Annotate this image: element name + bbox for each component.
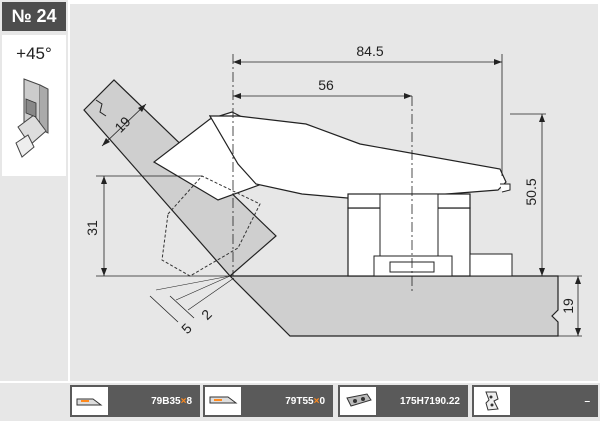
part-code-3: 175H7190.22 bbox=[399, 395, 460, 407]
accessory-icon bbox=[474, 387, 510, 415]
dim-5: 5 bbox=[178, 320, 195, 337]
mounting-plate-icon bbox=[340, 387, 376, 415]
part-item-hinge-cup[interactable]: 79B35×8 bbox=[70, 385, 200, 417]
hinge-cup-icon bbox=[72, 387, 108, 415]
part-item-hinge-arm[interactable]: 79T55×0 bbox=[203, 385, 333, 417]
dim-84-5: 84.5 bbox=[356, 43, 383, 59]
part-code-2: 79T55×0 bbox=[285, 395, 325, 407]
opening-angle-label: +45° bbox=[16, 44, 52, 63]
hinge-arm bbox=[208, 115, 507, 201]
part-code-4: – bbox=[584, 395, 590, 407]
dim-31: 31 bbox=[84, 220, 100, 236]
hinge-technical-drawing: 84.5 56 50.5 19 31 19 5 2 bbox=[83, 43, 582, 337]
dim-50-5: 50.5 bbox=[523, 178, 539, 205]
hinge-number-badge: № 24 bbox=[2, 2, 66, 31]
part-item-mounting-plate[interactable]: 175H7190.22 bbox=[338, 385, 468, 417]
part-item-accessory[interactable]: – bbox=[472, 385, 598, 417]
dim-19-side: 19 bbox=[560, 298, 576, 314]
part-code-1: 79B35×8 bbox=[151, 395, 192, 407]
dim-56: 56 bbox=[318, 77, 334, 93]
hinge-thumbnail-icon bbox=[15, 78, 49, 158]
parts-footer: 79B35×8 79T55×0 175H7190.22 bbox=[0, 383, 600, 421]
sidebar: № 24 +45° bbox=[0, 0, 68, 381]
hinge-arm-icon bbox=[205, 387, 241, 415]
cabinet-side-panel bbox=[228, 275, 559, 337]
angle-panel: +45° bbox=[2, 35, 66, 176]
dim-2: 2 bbox=[198, 306, 215, 323]
technical-drawing-panel: 84.5 56 50.5 19 31 19 5 2 bbox=[70, 4, 598, 381]
